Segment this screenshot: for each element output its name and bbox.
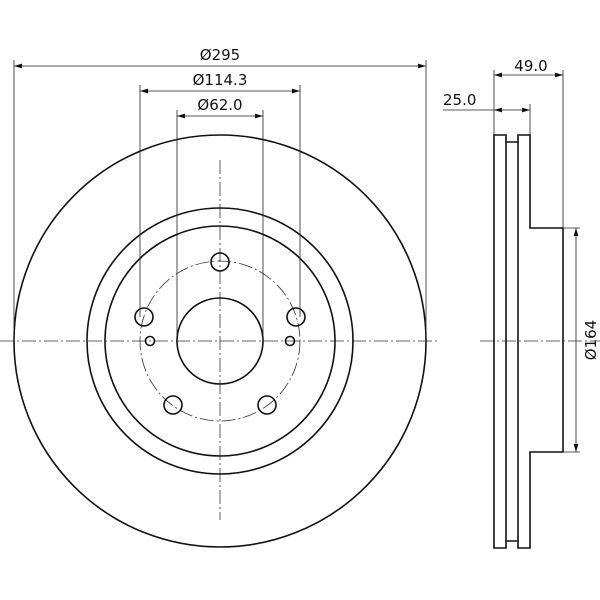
bolt-hole [286, 307, 306, 327]
front-view [0, 134, 440, 548]
screw-hole [144, 335, 156, 347]
total-height-label: 49.0 [514, 57, 547, 75]
side-dimensions: 49.0 25.0 Ø164 [443, 57, 600, 453]
thickness-label: 25.0 [443, 91, 476, 109]
hub-diameter-label: Ø164 [582, 320, 600, 360]
bolt-circle-label: Ø114.3 [193, 71, 248, 89]
bolt-holes [134, 252, 306, 415]
hub-edge [104, 225, 336, 457]
bolt-hole [210, 252, 230, 272]
outer-diameter-label: Ø295 [200, 46, 240, 64]
bolt-hole [134, 307, 154, 327]
screw-hole [284, 335, 296, 347]
front-dimensions: Ø295 Ø114.3 Ø62.0 [13, 46, 427, 341]
friction-ring-inner-edge [86, 207, 354, 475]
center-bore-label: Ø62.0 [197, 96, 242, 114]
bolt-hole [257, 395, 277, 415]
bolt-hole [163, 395, 183, 415]
bolt-circle [139, 260, 301, 422]
